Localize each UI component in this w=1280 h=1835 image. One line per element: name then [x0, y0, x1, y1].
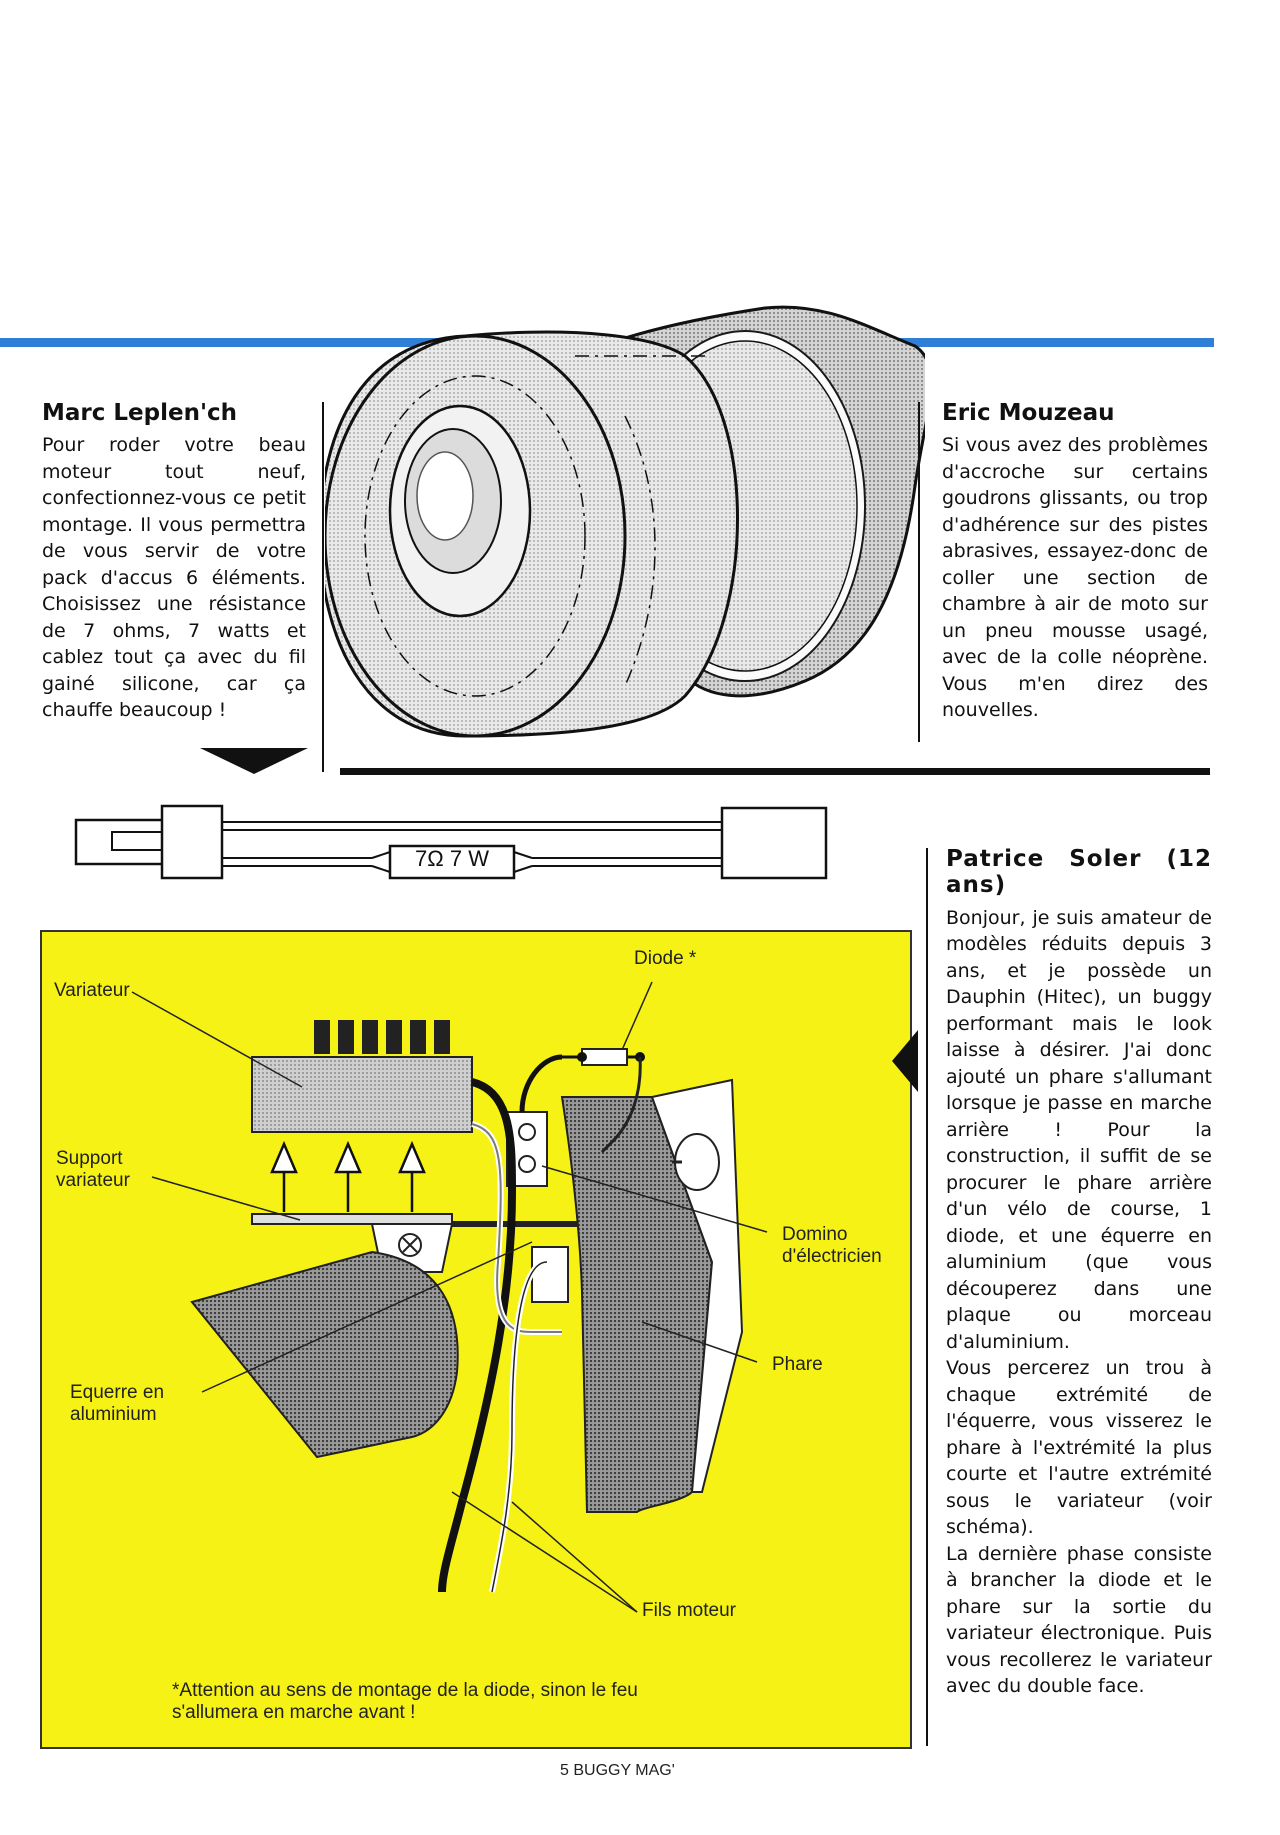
column-divider: [322, 402, 324, 772]
arrow-down-icon: [200, 748, 308, 774]
tip-right-author: Eric Mouzeau: [942, 400, 1115, 426]
page-footer: 5 BUGGY MAG': [560, 1762, 675, 1779]
label-equerre: Equerre en aluminium: [70, 1382, 165, 1425]
label-phare: Phare: [772, 1354, 823, 1375]
section-rule: [340, 768, 1210, 775]
tip-bottom-author: Patrice Soler (12 ans): [946, 846, 1212, 899]
tip-bottom: Patrice Soler (12 ans) Bonjour, je suis …: [946, 846, 1212, 1700]
label-variateur: Variateur: [54, 980, 130, 1001]
column-divider-bottom: [926, 848, 928, 1746]
tyre-illustration: [325, 305, 925, 738]
tip-left: Marc Leplen'ch Pour roder votre beau mot…: [42, 400, 306, 724]
column-divider-right: [918, 402, 920, 742]
label-support-variateur: Support variateur: [56, 1148, 130, 1191]
headlight-diagram: Variateur Support variateur Equerre en a…: [40, 930, 912, 1749]
label-diode: Diode *: [634, 948, 697, 969]
tip-bottom-paragraph: La dernière phase consiste à brancher la…: [946, 1542, 1212, 1698]
tip-left-author: Marc Leplen'ch: [42, 400, 238, 426]
tip-right-text: Si vous avez des problèmes d'accroche su…: [942, 434, 1208, 722]
arrow-left-icon: [892, 1030, 918, 1092]
tip-left-text: Pour roder votre beau moteur tout neuf, …: [42, 434, 306, 722]
diagram-note: *Attention au sens de montage de la diod…: [172, 1680, 638, 1723]
tip-right: Eric Mouzeau Si vous avez des problèmes …: [942, 400, 1208, 724]
tip-bottom-paragraph: Bonjour, je suis amateur de modèles rédu…: [946, 906, 1212, 1353]
diagram-drawing: [131, 981, 768, 1613]
label-domino: Domino d'électricien: [782, 1224, 882, 1267]
resistor-wiring-drawing: [74, 804, 828, 880]
resistor-label: 7Ω 7 W: [415, 846, 489, 871]
tip-bottom-paragraph: Vous percerez un trou à chaque extrémité…: [946, 1357, 1212, 1539]
label-fils-moteur: Fils moteur: [642, 1600, 736, 1621]
